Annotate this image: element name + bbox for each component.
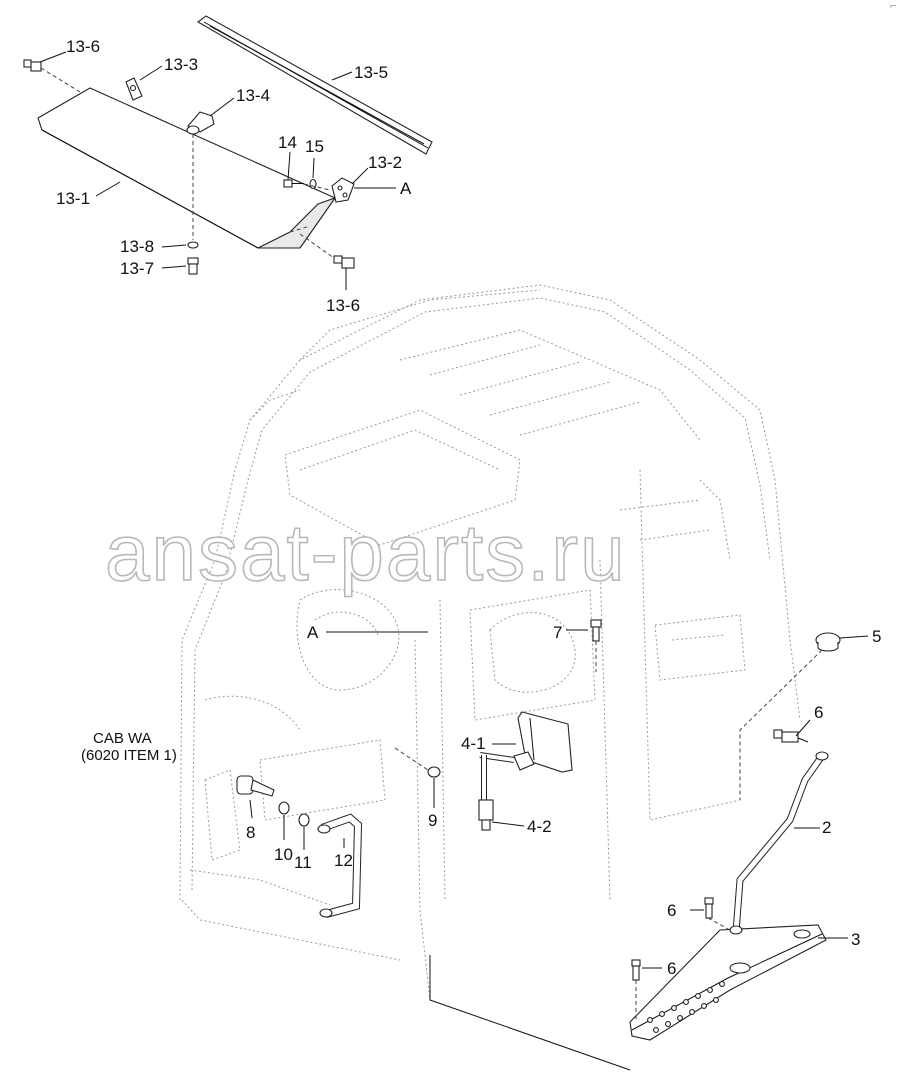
label-A-mid: A xyxy=(307,623,319,642)
label-13-6-bottom: 13-6 xyxy=(326,296,360,315)
cab-note-line2: (6020 ITEM 1) xyxy=(81,747,177,764)
washer-11 xyxy=(298,813,310,827)
label-13-3: 13-3 xyxy=(164,55,198,74)
label-9: 9 xyxy=(428,811,437,830)
bolt-8 xyxy=(236,775,275,797)
rail-13-5 xyxy=(197,15,433,155)
label-13-6-top: 13-6 xyxy=(66,37,100,56)
label-13-2: 13-2 xyxy=(368,153,402,172)
label-13-7: 13-7 xyxy=(120,259,154,278)
label-A-top: A xyxy=(400,179,412,198)
washer-13-8 xyxy=(187,241,199,249)
bolt-13-6-bottom xyxy=(299,233,355,269)
bolt-6-upper xyxy=(773,729,809,743)
bolt-13-7 xyxy=(187,257,199,275)
label-10: 10 xyxy=(274,845,293,864)
leaders-lower xyxy=(249,629,869,969)
label-12: 12 xyxy=(334,851,353,870)
label-11: 11 xyxy=(294,853,312,872)
washer-15 xyxy=(309,178,317,190)
assembly-lines-lower xyxy=(429,649,823,1071)
bracket-13-2 xyxy=(331,177,355,203)
plug-5 xyxy=(815,632,841,652)
watermark-text: ansat-parts.ru xyxy=(105,508,627,597)
bracket-13-4 xyxy=(186,111,215,240)
label-15: 15 xyxy=(305,137,324,156)
label-13-8: 13-8 xyxy=(120,237,154,256)
washer-10 xyxy=(278,801,290,815)
label-14: 14 xyxy=(278,133,297,152)
bolt-13-6-top xyxy=(23,59,81,93)
label-3: 3 xyxy=(851,930,860,949)
label-6-middle: 6 xyxy=(667,901,676,920)
leaders-upper xyxy=(39,51,396,290)
label-5: 5 xyxy=(872,627,881,646)
cab-body-outline xyxy=(179,284,801,1001)
label-6-lower: 6 xyxy=(667,959,676,978)
label-7: 7 xyxy=(553,623,562,642)
label-4-2: 4-2 xyxy=(527,817,552,836)
label-2: 2 xyxy=(822,818,831,837)
bolt-6-lower xyxy=(631,959,641,981)
assembly-line-9 xyxy=(394,747,429,771)
label-13-1: 13-1 xyxy=(56,189,90,208)
bolt-7 xyxy=(590,619,602,672)
bracket-4-2 xyxy=(478,799,494,831)
corner-mark: ⌐ xyxy=(889,2,897,12)
bolt-6-middle xyxy=(704,897,714,919)
label-13-5: 13-5 xyxy=(354,63,388,82)
washer-9 xyxy=(427,766,441,778)
assembly-line-14-15 xyxy=(303,183,331,191)
handle-12 xyxy=(317,813,363,918)
label-6-upper: 6 xyxy=(814,703,823,722)
label-8: 8 xyxy=(246,823,255,842)
handrail-2 xyxy=(729,751,829,935)
sun-visor-13-1 xyxy=(37,87,337,249)
label-4-1: 4-1 xyxy=(461,734,486,753)
cab-note-line1: CAB WA xyxy=(93,730,152,747)
label-13-4: 13-4 xyxy=(236,86,270,105)
mirror-4-1 xyxy=(479,711,573,800)
bracket-13-3 xyxy=(125,77,143,101)
step-plate-3 xyxy=(629,924,827,1041)
